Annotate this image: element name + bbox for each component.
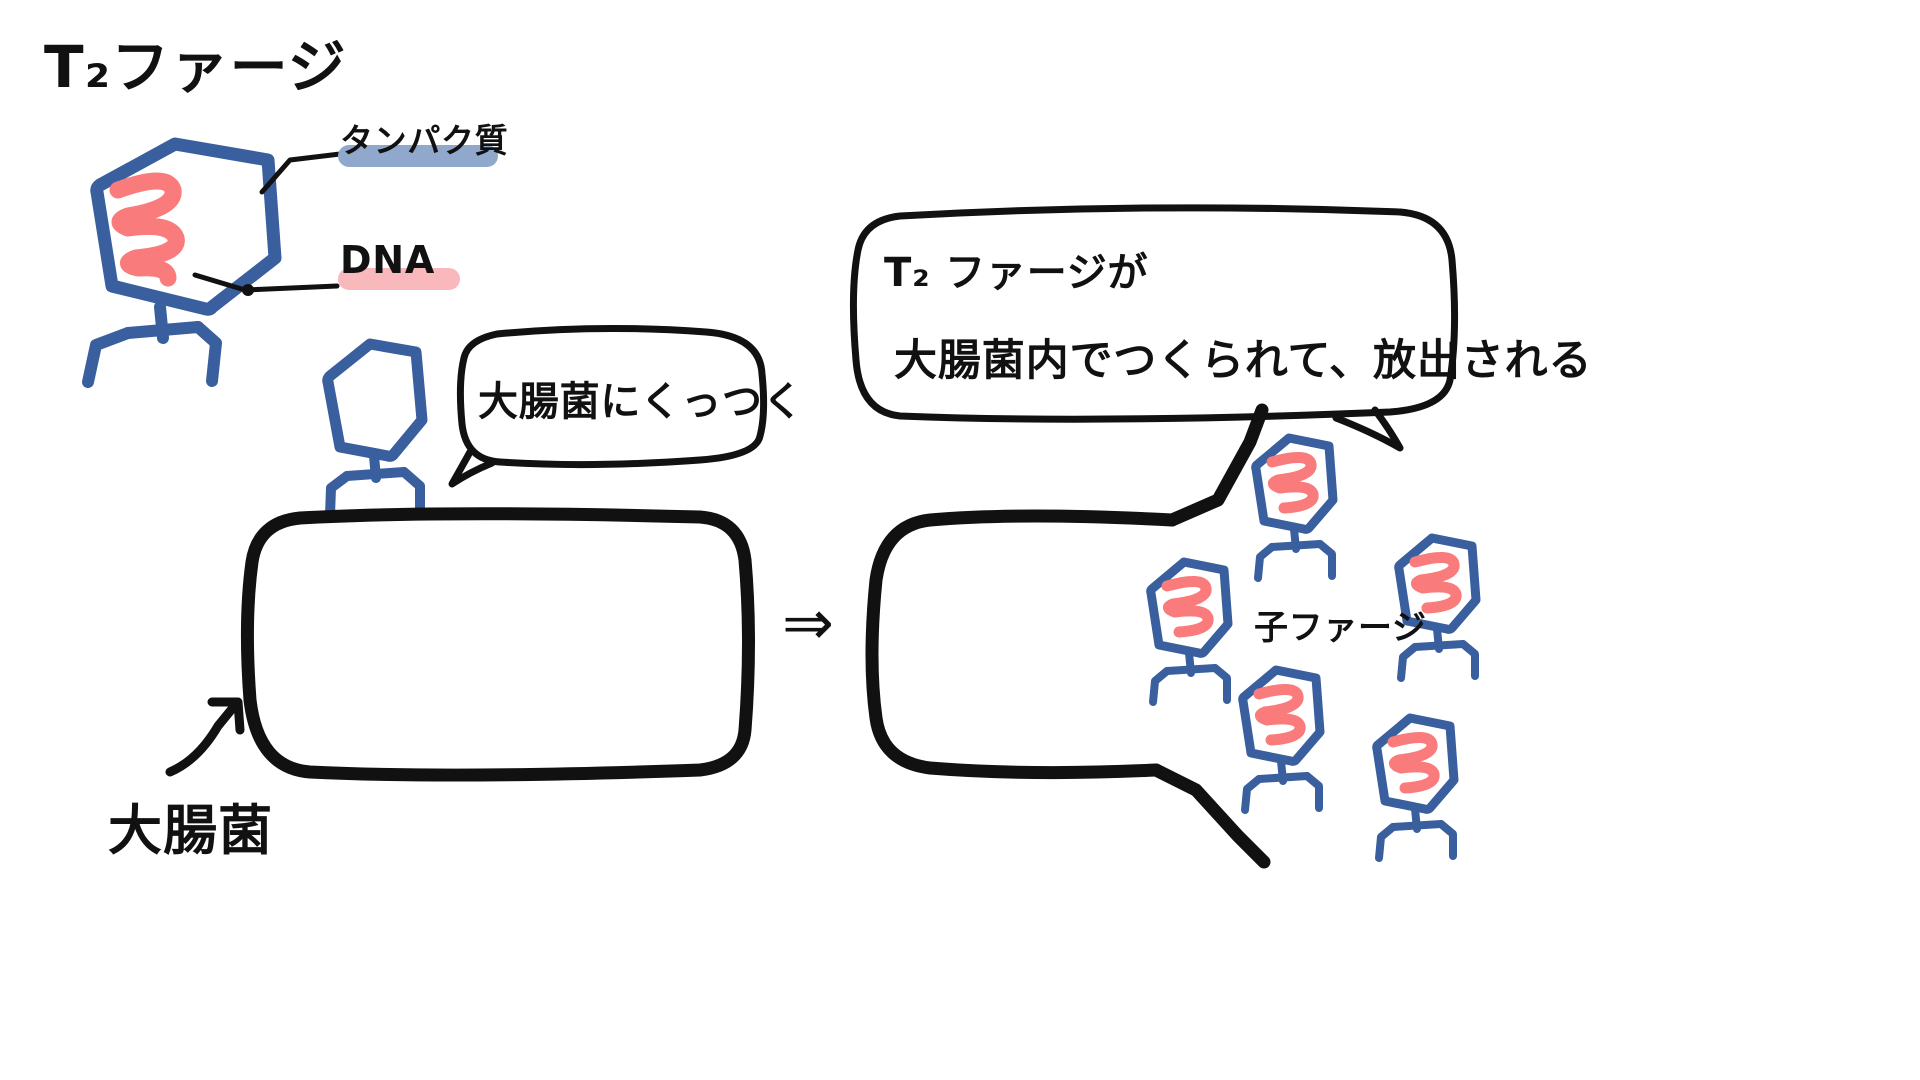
label-protein: タンパク質 — [340, 121, 509, 160]
progeny-phage-5 — [1372, 713, 1459, 862]
progeny-phage-3 — [1146, 557, 1233, 706]
highlight-dna — [338, 268, 460, 290]
label-progeny-phage: 子ファージ — [1254, 608, 1427, 648]
phage-main — [82, 137, 282, 388]
speech-bubble-right — [849, 204, 1459, 452]
bubble-right-line-2: 大腸菌内でつくられて、放出される — [894, 336, 1593, 386]
page-title: T₂ファージ — [44, 33, 347, 101]
progeny-phage-2 — [1394, 533, 1481, 682]
progeny-phage-4 — [1238, 665, 1325, 814]
bubble-right-line-1: T₂ ファージが — [884, 250, 1149, 296]
label-ecoli: 大腸菌 — [108, 799, 274, 862]
bubble-left-line-1: 大腸菌にくっつく — [478, 379, 804, 425]
leader-line-protein — [259, 151, 343, 195]
speech-bubble-left — [448, 324, 768, 488]
process-arrow: ⇒ — [782, 586, 836, 659]
arrow-to-ecoli — [165, 697, 245, 777]
highlight-protein — [338, 145, 498, 167]
ecoli-right-bursting — [865, 403, 1271, 869]
phage-attached — [322, 338, 428, 520]
progeny-phage-1 — [1251, 433, 1338, 582]
label-dna: DNA — [340, 238, 436, 282]
leader-line-dna — [192, 272, 340, 296]
ecoli-left — [240, 507, 755, 782]
